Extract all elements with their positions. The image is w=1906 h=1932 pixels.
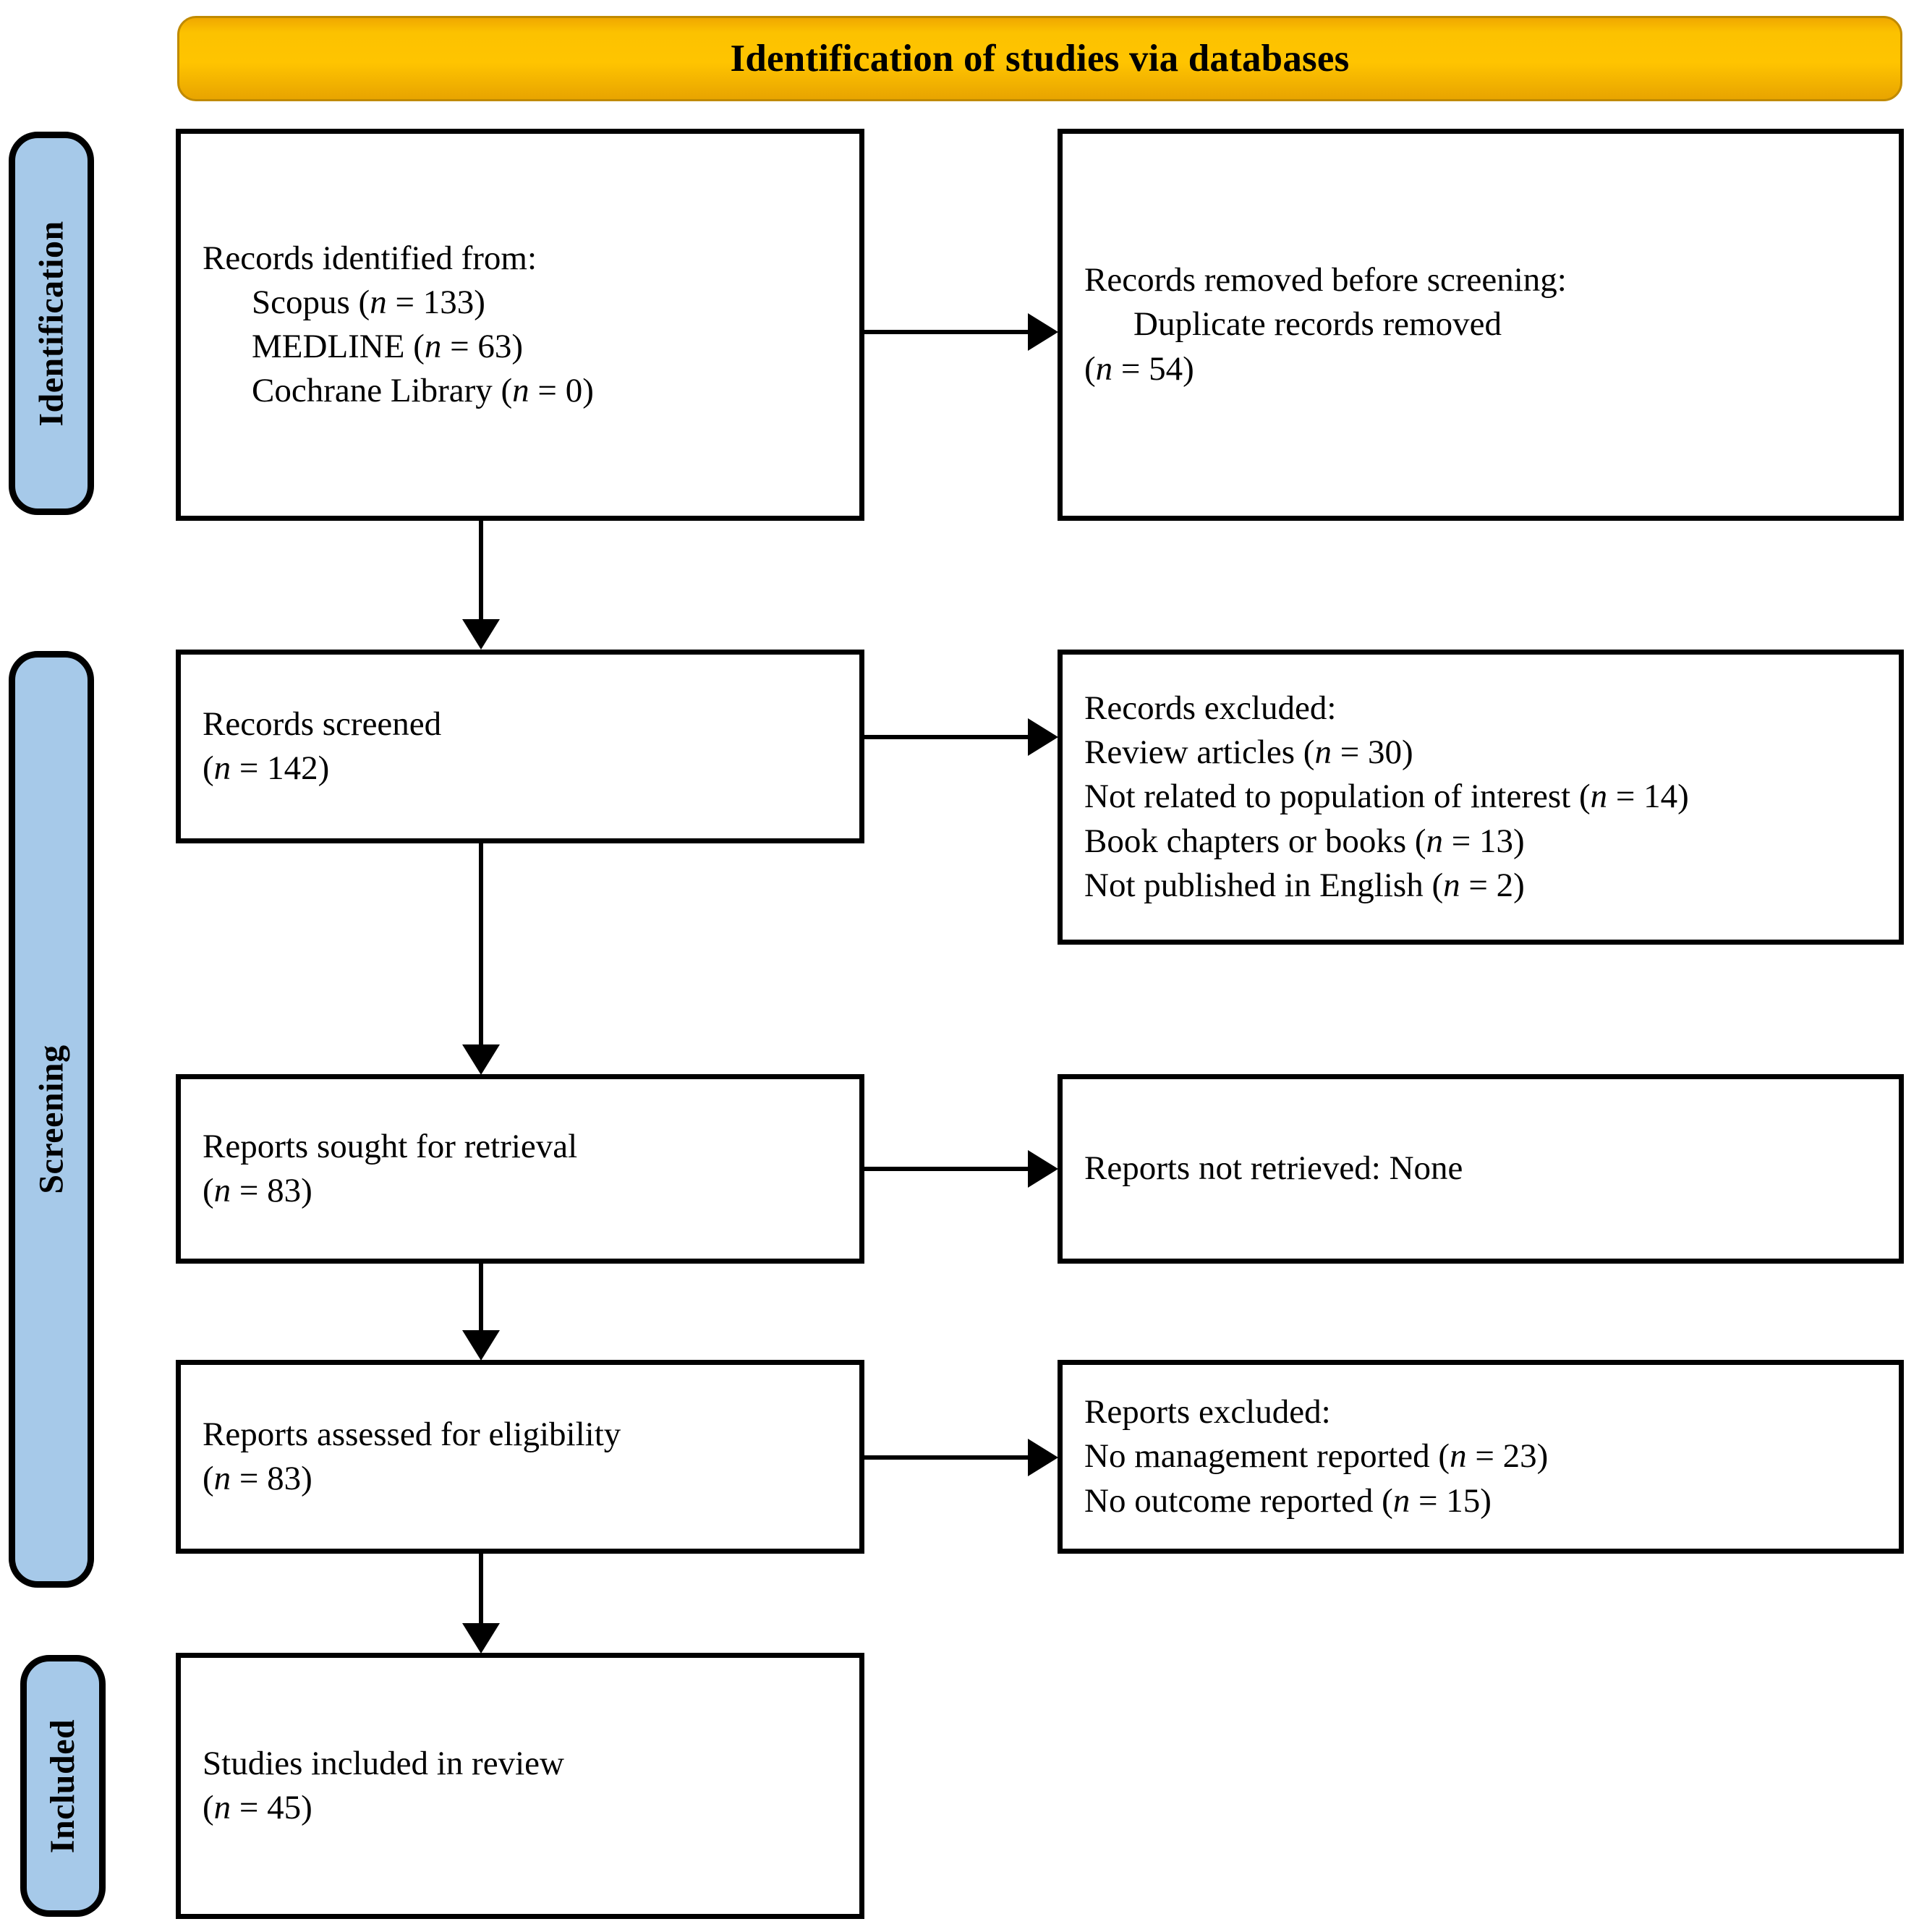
stage-label-identification-text: Identification [32, 220, 71, 427]
arrowhead-down-icon [462, 619, 500, 650]
arrowhead-down-icon [462, 1623, 500, 1654]
arrowhead-right-icon [1028, 1150, 1058, 1188]
box-studies-included: Studies included in review (n = 45) [176, 1653, 864, 1919]
box-reports-assessed: Reports assessed for eligibility (n = 83… [176, 1360, 864, 1554]
box-records-excluded: Records excluded: Review articles (n = 3… [1058, 650, 1904, 945]
box-records-excluded-heading: Records excluded: [1084, 689, 1337, 728]
box-reports-assessed-count: (n = 83) [203, 1460, 312, 1497]
stage-label-included-text: Included [43, 1719, 82, 1853]
stage-label-identification: Identification [9, 132, 94, 515]
box-reports-not-retrieved: Reports not retrieved: None [1058, 1074, 1904, 1264]
box-records-removed-count: (n = 54) [1084, 349, 1194, 388]
box-reports-sought: Reports sought for retrieval (n = 83) [176, 1074, 864, 1264]
stage-label-screening: Screening [9, 651, 94, 1588]
box-records-identified: Records identified from: Scopus (n = 133… [176, 129, 864, 521]
box-records-screened: Records screened (n = 142) [176, 650, 864, 843]
box-records-identified-source-scopus: Scopus (n = 133) [252, 283, 485, 321]
box-reports-not-retrieved-heading: Reports not retrieved: None [1084, 1149, 1463, 1188]
connector-assessed-to-reports-excluded [864, 1455, 1032, 1460]
box-records-removed-detail: Duplicate records removed [1133, 305, 1502, 344]
box-records-excluded-reason-not-english: Not published in English (n = 2) [1084, 866, 1525, 904]
connector-identified-to-removed [864, 330, 1032, 334]
box-reports-excluded-heading: Reports excluded: [1084, 1393, 1331, 1431]
stage-label-included: Included [20, 1655, 106, 1917]
page-title: Identification of studies via databases [730, 38, 1350, 80]
connector-sought-to-assessed [479, 1264, 483, 1332]
connector-sought-to-not-retrieved [864, 1167, 1032, 1171]
connector-screened-to-sought [479, 843, 483, 1046]
box-records-excluded-reason-not-related: Not related to population of interest (n… [1084, 778, 1689, 816]
box-reports-assessed-heading: Reports assessed for eligibility [203, 1415, 621, 1453]
stage-label-screening-text: Screening [32, 1044, 71, 1194]
box-records-identified-source-cochrane: Cochrane Library (n = 0) [252, 372, 594, 410]
box-reports-excluded-reason-no-outcome: No outcome reported (n = 15) [1084, 1481, 1492, 1520]
header-banner: Identification of studies via databases [177, 16, 1902, 101]
arrowhead-right-icon [1028, 313, 1058, 351]
box-reports-sought-heading: Reports sought for retrieval [203, 1127, 578, 1165]
box-records-identified-heading: Records identified from: [203, 239, 537, 277]
box-studies-included-heading: Studies included in review [203, 1744, 564, 1782]
box-reports-excluded: Reports excluded: No management reported… [1058, 1360, 1904, 1554]
arrowhead-down-icon [462, 1044, 500, 1075]
box-studies-included-count: (n = 45) [203, 1789, 312, 1826]
box-reports-sought-count: (n = 83) [203, 1172, 312, 1209]
connector-screened-to-records-excluded [864, 735, 1032, 739]
box-records-excluded-reason-book-chapters: Book chapters or books (n = 13) [1084, 822, 1525, 860]
arrowhead-down-icon [462, 1330, 500, 1361]
box-records-screened-count: (n = 142) [203, 749, 330, 787]
box-reports-excluded-reason-no-management: No management reported (n = 23) [1084, 1437, 1549, 1476]
box-records-screened-heading: Records screened [203, 705, 442, 743]
arrowhead-right-icon [1028, 718, 1058, 756]
box-records-identified-source-medline: MEDLINE (n = 63) [252, 328, 524, 365]
box-records-excluded-reason-review-articles: Review articles (n = 30) [1084, 733, 1413, 772]
connector-identified-to-screened [479, 521, 483, 622]
connector-assessed-to-included [479, 1554, 483, 1625]
arrowhead-right-icon [1028, 1439, 1058, 1476]
box-records-removed: Records removed before screening: Duplic… [1058, 129, 1904, 521]
box-records-removed-heading: Records removed before screening: [1084, 261, 1567, 299]
